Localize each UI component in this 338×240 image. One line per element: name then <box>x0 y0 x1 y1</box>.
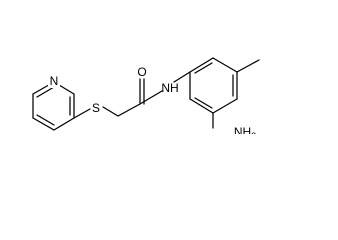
amine-subscript: 2 <box>251 131 256 134</box>
carbonyl-oxygen-label: O <box>137 65 146 79</box>
chemical-structure: N S O NH NH2 <box>32 57 260 134</box>
pyridine-nitrogen-label: N <box>50 74 59 88</box>
amine-nh-text: NH <box>234 125 251 134</box>
amide-nh-label: NH <box>161 81 178 95</box>
pyridine-n-mask <box>48 74 60 88</box>
sulfur-label: S <box>92 101 100 115</box>
pyridine-ring <box>32 81 75 131</box>
amine-label: NH2 <box>234 125 256 134</box>
ring-substituents <box>212 59 260 129</box>
benzene-ring <box>189 57 238 114</box>
amide-group <box>139 71 191 105</box>
thioether-linker <box>73 103 141 119</box>
